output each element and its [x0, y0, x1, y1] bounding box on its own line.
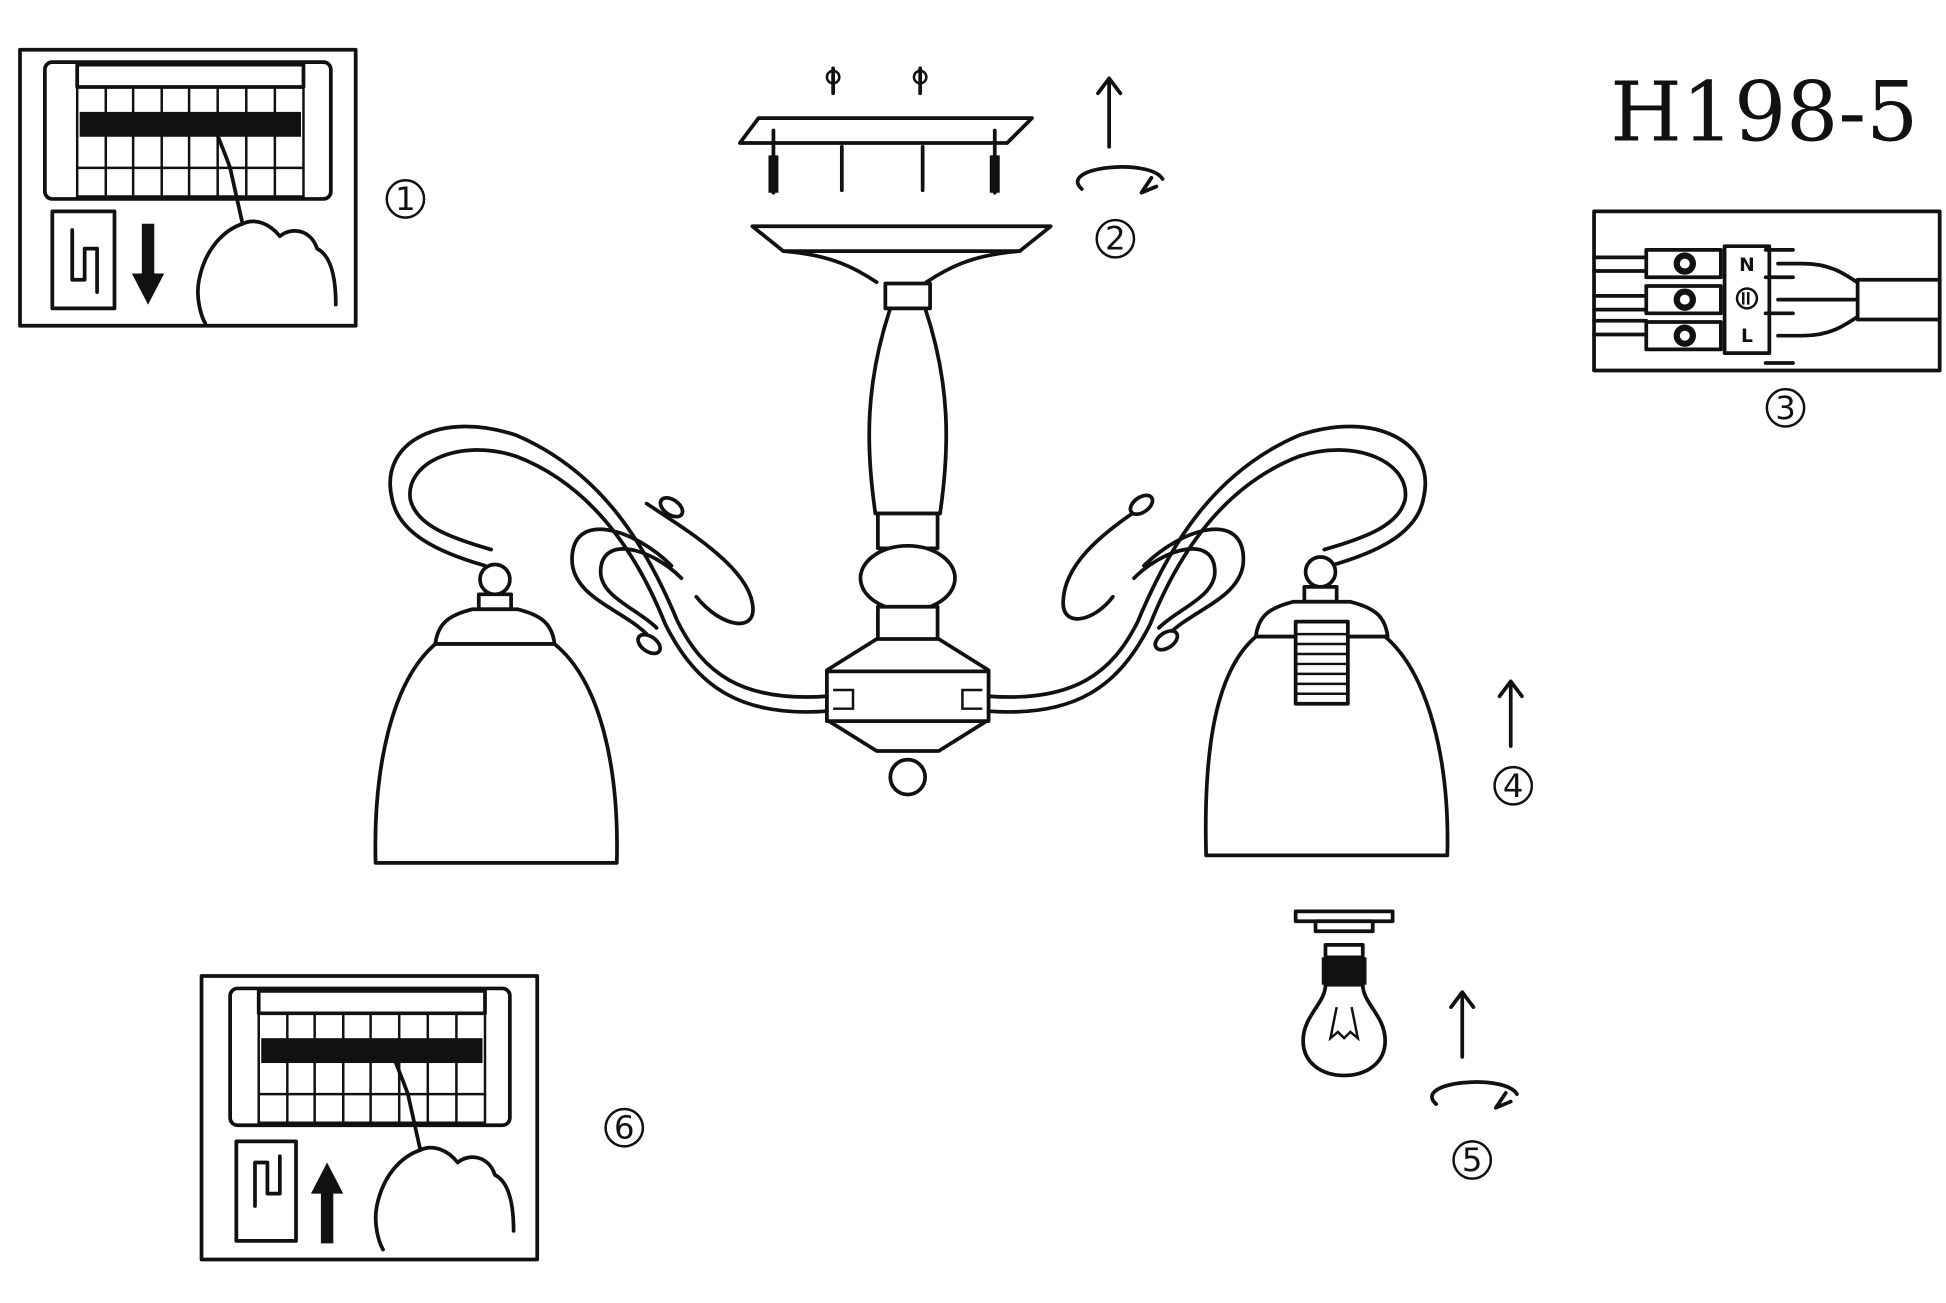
switch-on-icon	[234, 1139, 298, 1243]
terminal-label-live: L	[1741, 326, 1753, 347]
switch-off-icon	[50, 209, 117, 311]
hand-icon	[373, 1042, 516, 1252]
step-number-6: 6	[614, 1109, 635, 1147]
step-number-3: 3	[1775, 389, 1796, 427]
chandelier-drawing	[373, 281, 1450, 865]
step-number-4: 4	[1503, 767, 1524, 805]
step-number-5: 5	[1462, 1141, 1483, 1179]
arrow-up-icon	[1096, 76, 1123, 149]
step-number-1: 1	[395, 180, 416, 218]
terminal-label-neutral: N	[1739, 255, 1755, 276]
step-number-2: 2	[1105, 220, 1126, 258]
step6-switch-on-panel	[199, 974, 540, 1262]
step2-mounting-bracket	[738, 66, 1053, 285]
breaker-row	[75, 62, 306, 198]
rotate-icon	[1076, 165, 1165, 195]
earth-icon	[1735, 287, 1759, 310]
step3-terminal-wiring: N L	[1592, 209, 1942, 373]
step1-switch-off-panel	[18, 47, 358, 328]
hand-icon	[196, 116, 338, 326]
arrow-up-icon	[310, 1162, 344, 1244]
step5-bulb	[1293, 909, 1395, 1078]
arrow-down-icon	[131, 223, 165, 305]
arrow-up-icon	[1449, 990, 1476, 1059]
model-title: H198-5	[1610, 65, 1918, 160]
arrow-up-icon	[1497, 679, 1524, 748]
rotate-icon	[1430, 1080, 1519, 1110]
